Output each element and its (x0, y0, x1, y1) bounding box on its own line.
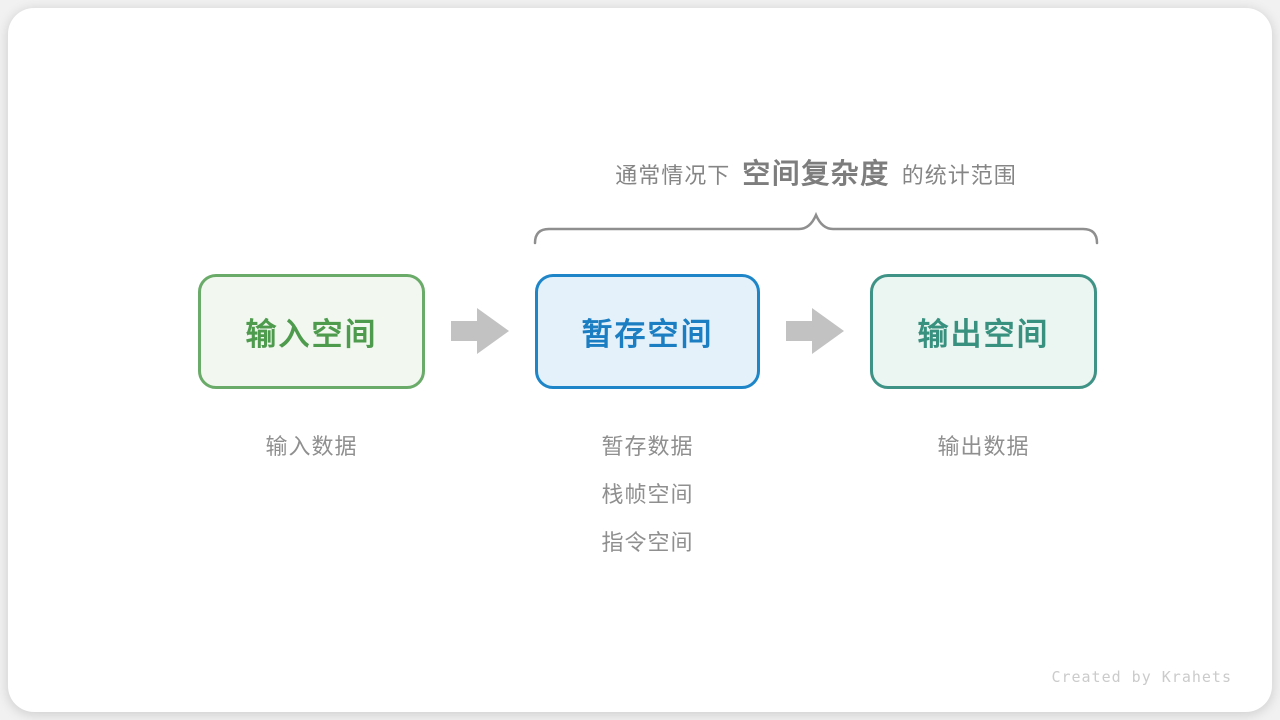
diagram-canvas: 通常情况下 空间复杂度 的统计范围 输入空间 暂存空间 输出空间 输入数据 暂存… (8, 8, 1272, 712)
box-temp-space: 暂存空间 (535, 274, 760, 389)
box-input-space: 输入空间 (198, 274, 425, 389)
title-prefix: 通常情况下 (615, 163, 731, 188)
curly-brace-icon (533, 211, 1099, 245)
box-output-space-label: 输出空间 (917, 317, 1050, 352)
diagram-title: 通常情况下 空间复杂度 的统计范围 (533, 152, 1099, 196)
box-output-space: 输出空间 (870, 274, 1097, 389)
credit-text: Created by Krahets (1051, 668, 1232, 686)
label-stack-frame-space: 栈帧空间 (601, 482, 694, 507)
label-input-data: 输入数据 (265, 434, 358, 459)
label-instruction-space: 指令空间 (601, 530, 694, 555)
box-input-space-label: 输入空间 (245, 317, 378, 352)
arrow-right-icon (786, 308, 844, 354)
title-suffix: 的统计范围 (901, 163, 1017, 188)
label-temp-data: 暂存数据 (601, 434, 694, 459)
box-temp-space-label: 暂存空间 (581, 317, 714, 352)
label-output-data: 输出数据 (937, 434, 1030, 459)
arrow-right-icon (451, 308, 509, 354)
title-highlight: 空间复杂度 (742, 158, 890, 189)
